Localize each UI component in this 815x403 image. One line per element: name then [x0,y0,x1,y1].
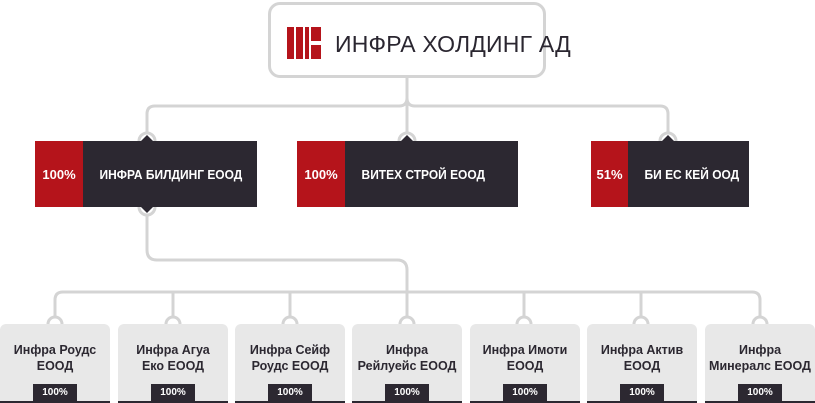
card-bottom-bar [118,401,228,403]
card-bottom-bar [705,401,815,403]
card-bottom-bar [470,401,580,403]
infra-logo-icon [287,27,321,59]
root-company-card[interactable]: ИНФРА ХОЛДИНГ АД [268,2,571,78]
company-name: ВИТЕХ СТРОЙ ЕООД [361,166,486,182]
arrow-down-icon [141,207,153,213]
ownership-percent: 100% [268,384,312,402]
card-bottom-bar [0,401,110,403]
arrow-up-icon [662,135,674,141]
ownership-percent: 100% [738,384,782,402]
ownership-percent: 100% [151,384,195,402]
company-card-vitech-stroy[interactable]: 100% ВИТЕХ СТРОЙ ЕООД [297,141,518,207]
ownership-percent: 100% [503,384,547,402]
ownership-percent: 100% [620,384,664,402]
ownership-percent: 100% [297,141,345,207]
ownership-percent: 100% [35,141,83,207]
root-company-name: ИНФРА ХОЛДИНГ АД [335,31,571,57]
ownership-percent: 100% [33,384,77,402]
company-name: БИ ЕС КЕЙ ООД [644,166,740,182]
card-bottom-bar [352,401,462,403]
company-card-infra-building[interactable]: 100% ИНФРА БИЛДИНГ ЕООД [35,141,257,207]
card-bottom-bar [235,401,345,403]
ownership-percent: 51% [591,141,628,207]
arrow-up-icon [401,135,413,141]
arrow-up-icon [141,135,153,141]
ownership-percent: 100% [385,384,429,402]
card-bottom-bar [587,401,697,403]
company-card-bsk[interactable]: 51% БИ ЕС КЕЙ ООД [591,141,749,207]
company-name: ИНФРА БИЛДИНГ ЕООД [99,166,243,182]
